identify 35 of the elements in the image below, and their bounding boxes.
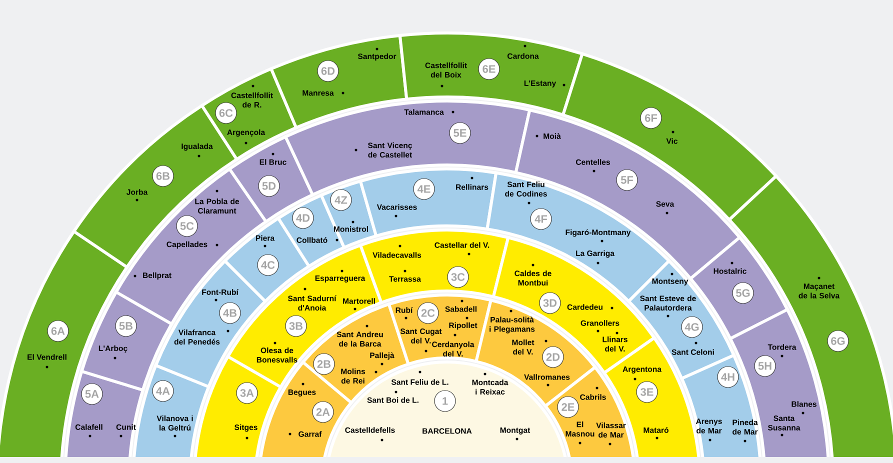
zone-badge: 6G: [827, 330, 849, 352]
zone-badge: 4Z: [330, 189, 352, 211]
zone-badge: 2C: [417, 302, 439, 324]
zone-badge: 4E: [413, 178, 435, 200]
zone-badge: 5F: [616, 169, 638, 191]
zone-badge: 5D: [258, 175, 280, 197]
zone-badge: 3B: [285, 315, 307, 337]
zone-badge: 4B: [219, 302, 241, 324]
zone-badge: 3A: [236, 382, 258, 404]
zone-badge: 6B: [152, 165, 174, 187]
zone-badge: 4C: [257, 254, 279, 276]
zone-badge: 4H: [717, 366, 739, 388]
zone-badge: 2D: [542, 346, 564, 368]
zone-badge: 5G: [732, 282, 754, 304]
zone-badge: 3D: [539, 292, 561, 314]
zone-badge: 5C: [176, 215, 198, 237]
zone-badge: 4F: [530, 208, 552, 230]
zone-badge: 4D: [292, 207, 314, 229]
zone-badge: 3C: [447, 266, 469, 288]
zone-badge: 4A: [152, 380, 174, 402]
zone-badge: 5H: [754, 355, 776, 377]
zone-badge: 5E: [449, 122, 471, 144]
zone-badge: 6D: [317, 60, 339, 82]
zone-badge: 5B: [115, 315, 137, 337]
zone-badge: 2B: [313, 353, 335, 375]
zone-badge: 4G: [681, 316, 703, 338]
zone-badge: 2A: [312, 401, 334, 423]
zone-badge: 6C: [215, 102, 237, 124]
zone-badge: 1: [434, 390, 456, 412]
zone-badge: 5A: [81, 383, 103, 405]
zone-badge: 6F: [640, 107, 662, 129]
zone-badge: 6E: [478, 58, 500, 80]
zone-badge: 2E: [557, 396, 579, 418]
zone-badge: 3E: [636, 381, 658, 403]
zone-badge: 6A: [47, 320, 69, 342]
